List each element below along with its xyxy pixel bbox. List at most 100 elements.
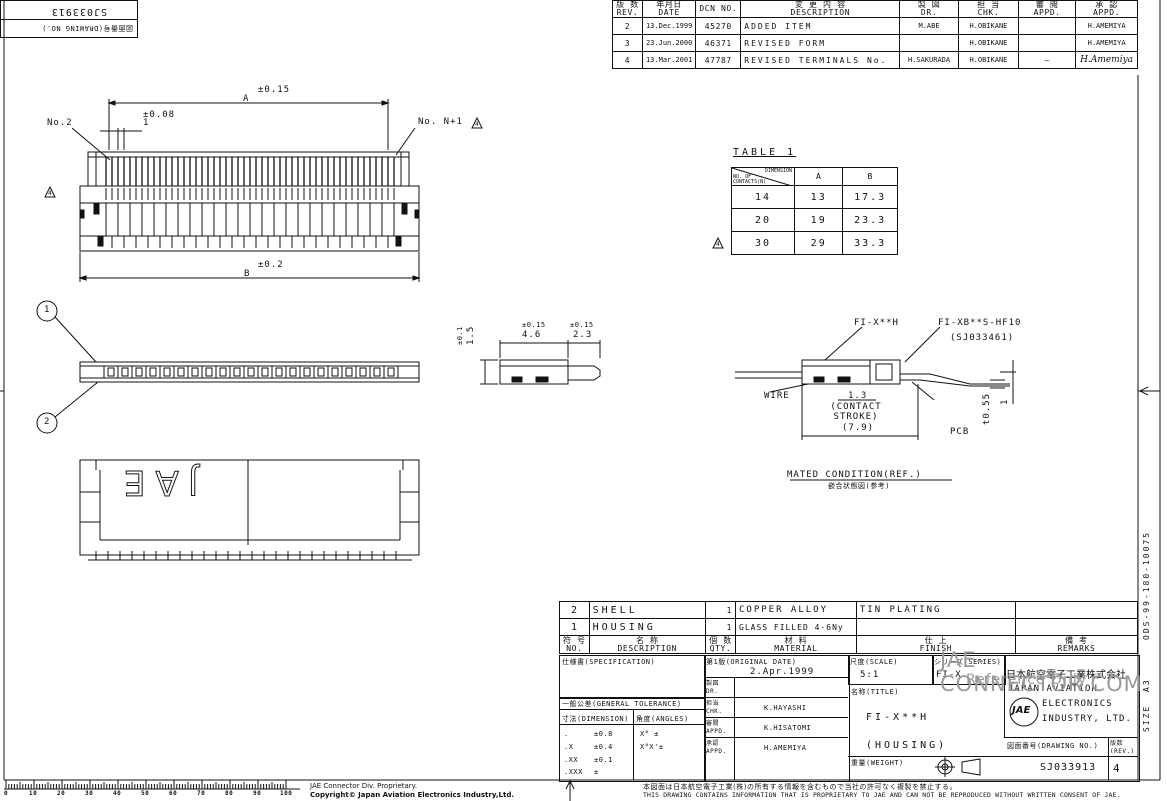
mated-caption: MATED CONDITION(REF.) — [787, 470, 922, 480]
scale-value: 5:1 — [860, 670, 880, 680]
angles-label: 角度(ANGLES) — [636, 715, 689, 723]
chk-cell: H.OBIKANE — [957, 34, 1020, 52]
drawing-no-label: 図面番号(DRAWING NO.) — [1007, 742, 1099, 750]
dim-pitch-tolerance: ±0.08 — [143, 110, 176, 120]
rev-cell: 3 — [612, 34, 643, 52]
angle-value: X°X'± — [640, 743, 664, 751]
tolerance-row: . — [564, 730, 569, 738]
table1-col-b: B — [842, 167, 898, 186]
part-desc-cell: SHELL — [588, 601, 707, 619]
title-label: 名称(TITLE) — [851, 688, 900, 696]
appd1-cell — [1018, 34, 1077, 52]
part-remarks-cell — [1014, 618, 1139, 636]
notice-en: THIS DRAWING CONTAINS INFORMATION THAT I… — [643, 791, 1121, 799]
table1-diagonal-header: DIMENSION NO. OF CONTACTS(N) — [730, 167, 796, 186]
tolerance-value: ±0.1 — [594, 756, 613, 764]
mated-label-fixb: FI-XB**S-HF10 — [938, 318, 1022, 328]
dr-cell: M.ABE — [899, 17, 959, 35]
spec-label: 仕様書(SPECIFICATION) — [562, 658, 656, 666]
date-cell: 13.Mar.2001 — [641, 51, 697, 69]
dr-cell — [899, 34, 959, 52]
table1-n-cell: 30 — [730, 231, 796, 255]
mated-label-wire: WIRE — [764, 391, 790, 401]
appd2-signature: H.Amemiya — [1075, 51, 1138, 69]
part-no-cell: 2 — [559, 601, 590, 619]
table-row: 14 13 17.3 — [730, 185, 898, 209]
chk-cell: H.OBIKANE — [957, 17, 1020, 35]
series-value: FI-X — [936, 670, 962, 680]
parts-table: 2 SHELL 1 COPPER ALLOY TIN PLATING 1 HOU… — [559, 601, 1139, 654]
desc-cell: ADDED ITEM — [740, 17, 901, 35]
rev-label: 版数 (REV.) — [1110, 740, 1135, 755]
dim-15-label: 1.5 — [466, 325, 476, 345]
ruler-labels: 0 10 20 30 40 50 60 70 80 90 100 — [4, 790, 293, 797]
dcn-cell: 46371 — [695, 34, 742, 52]
size-label: SIZE — [1142, 704, 1151, 732]
label-no2: No.2 — [47, 118, 73, 128]
revision-triangle-icon: 4 — [471, 117, 483, 129]
balloon-1: 1 — [44, 305, 51, 315]
part-qty-cell: 1 — [705, 601, 736, 619]
appd2-name: H.AMEMIYA — [764, 744, 807, 752]
balloon-2: 2 — [44, 417, 51, 427]
company-en-2: ELECTRONICS — [1042, 699, 1113, 709]
side-view — [36, 300, 420, 434]
appd1-cell: — — [1018, 51, 1077, 69]
table-row: 3 23.Jun.2000 46371 REVISED FORM H.OBIKA… — [612, 34, 1138, 52]
notice-jp: 本図面は日本航空電子工業(株)の所有する情報を含むもので当社の許可なく複製を禁止… — [643, 783, 957, 791]
jae-housing-logo: JAE — [114, 462, 199, 503]
tolerance-value: ±0.4 — [594, 743, 613, 751]
size-value: A3 — [1142, 678, 1151, 692]
dim-a-tolerance: ±0.15 — [258, 85, 291, 95]
company-en-1: JAPAN AVIATION — [1008, 684, 1098, 694]
table1: DIMENSION NO. OF CONTACTS(N) A B 14 13 1… — [730, 167, 898, 255]
appd1-label: 審閲 APPD. — [706, 720, 727, 735]
chk-label: 担当 CHK. — [706, 700, 723, 715]
corner-stamp-number: SJ033913 — [50, 6, 107, 17]
tolerance-row: .XX — [564, 756, 579, 764]
tolerance-row: .XXX — [564, 768, 583, 776]
table1-a-cell: 19 — [794, 208, 844, 232]
table1-a-cell: 13 — [794, 185, 844, 209]
rev-value: 4 — [1113, 762, 1121, 775]
mated-label-pcb: PCB — [950, 427, 970, 437]
company-en-3: INDUSTRY, LTD. — [1042, 714, 1132, 724]
dimension-label: 寸法(DIMENSION) — [562, 715, 629, 723]
table-row: 1 HOUSING 1 GLASS FILLED 4-6Ny — [559, 618, 1139, 636]
revision-triangle-icon: 4 — [712, 237, 724, 249]
corner-stamp-label: 図面番号(DRAWING NO.) — [41, 24, 133, 32]
bottom-ruler — [4, 779, 575, 801]
rev-cell: 2 — [612, 17, 643, 35]
table1-header-row: DIMENSION NO. OF CONTACTS(N) A B — [730, 167, 898, 186]
desc-cell: REVISED FORM — [740, 34, 901, 52]
jae-logo-mark — [1009, 697, 1039, 727]
table1-col-a: A — [794, 167, 844, 186]
dr-cell: H.SAKURADA — [899, 51, 959, 69]
dim-15-tolerance: ±0.1 — [456, 326, 464, 345]
dim-a-label: A — [243, 94, 250, 104]
proprietary-line2: Copyright© Japan Aviation Electronics In… — [310, 791, 514, 799]
watermark-line1: JAE-CONNECTOR.COM — [940, 648, 1143, 696]
revision-triangle-icon: 4 — [44, 186, 56, 198]
company-jp: 日本航空電子工業株式会社 — [1006, 670, 1126, 681]
part-qty-cell: 1 — [705, 618, 736, 636]
table1-a-cell: 29 — [794, 231, 844, 255]
mated-caption-jp: 嵌合状態図(参考) — [828, 482, 890, 490]
table-row: 2 SHELL 1 COPPER ALLOY TIN PLATING — [559, 601, 1139, 619]
mated-label-fix: FI-X**H — [854, 318, 899, 328]
part-remarks-cell — [1014, 601, 1139, 619]
appd2-label: 承認 APPD. — [706, 740, 727, 755]
chk-name: K.HAYASHI — [764, 704, 807, 712]
scale-box — [848, 655, 934, 685]
proprietary-line1: JAE Connector Div. Proprietary. — [310, 782, 418, 790]
